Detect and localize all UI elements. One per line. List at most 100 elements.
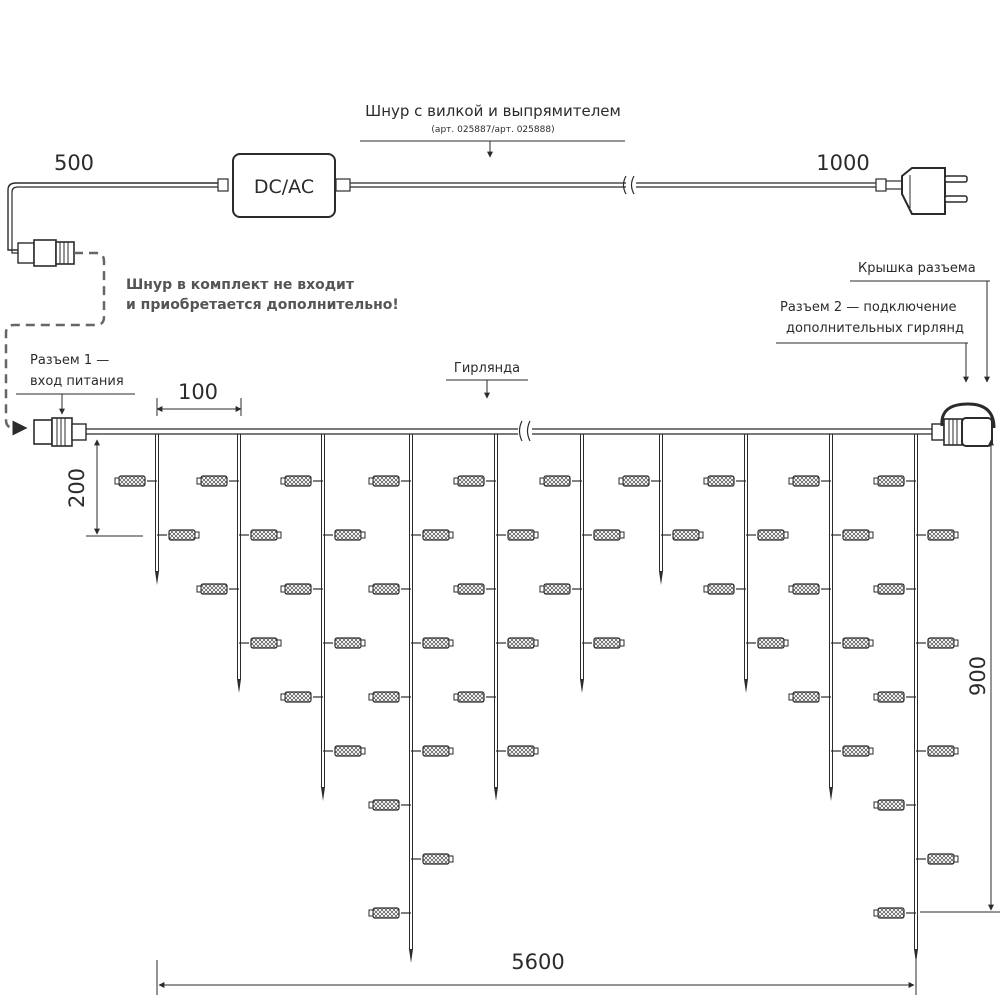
- cord-left-segment: [7, 182, 220, 251]
- garland: [33, 402, 996, 963]
- led-bulb: [661, 529, 704, 541]
- led-bulb: [368, 799, 411, 811]
- max-drop-value: 900: [966, 656, 990, 696]
- cord-connector-icon: [17, 239, 75, 267]
- strand: [618, 434, 704, 585]
- led-bulb: [916, 529, 959, 541]
- strand-tip: [659, 571, 663, 585]
- dimension-first-drop: 200: [65, 439, 143, 537]
- note-line-2: и приобретается дополнительно!: [126, 297, 399, 313]
- led-bulb: [703, 583, 746, 595]
- led-bulb: [411, 853, 454, 865]
- garland-break-symbol: [518, 420, 531, 442]
- led-bulb: [368, 475, 411, 487]
- converter-label: DC/AC: [254, 176, 314, 198]
- cord-break-symbol: [622, 175, 635, 195]
- led-bulb: [582, 637, 625, 649]
- led-bulb: [496, 529, 539, 541]
- led-bulb: [368, 691, 411, 703]
- strand-tip: [237, 679, 241, 693]
- led-bulb: [453, 475, 496, 487]
- strand-tip: [744, 679, 748, 693]
- connector2-icon: [931, 402, 996, 447]
- connector1-line-1: Разъем 1 —: [30, 353, 109, 368]
- dc-ac-converter: [232, 153, 336, 218]
- led-bulb: [873, 691, 916, 703]
- led-bulb: [323, 637, 366, 649]
- first-drop-value: 200: [65, 468, 89, 508]
- strand: [703, 434, 789, 693]
- strand: [368, 434, 454, 963]
- led-bulb: [114, 475, 157, 487]
- led-bulb: [788, 691, 831, 703]
- led-bulb: [196, 475, 239, 487]
- led-bulb: [239, 637, 282, 649]
- dimension-total-length: 5600: [156, 950, 917, 995]
- dimension-max-drop: 900: [920, 439, 1000, 913]
- power-cord: DC/AC: [7, 153, 968, 267]
- led-bulb: [368, 583, 411, 595]
- strand-tip: [829, 787, 833, 801]
- cord-articles: (арт. 025887/арт. 025888): [431, 125, 554, 135]
- spacing-value: 100: [178, 380, 218, 404]
- strand: [873, 434, 959, 963]
- led-bulb: [703, 475, 746, 487]
- led-bulb: [746, 637, 789, 649]
- led-bulb: [831, 529, 874, 541]
- led-bulb: [157, 529, 200, 541]
- led-bulb: [411, 637, 454, 649]
- led-bulb: [453, 691, 496, 703]
- led-bulb: [411, 745, 454, 757]
- led-bulb: [916, 853, 959, 865]
- led-bulb: [496, 745, 539, 757]
- led-bulb: [496, 637, 539, 649]
- led-bulb: [873, 475, 916, 487]
- dimension-spacing: 100: [156, 380, 242, 416]
- led-bulb: [831, 637, 874, 649]
- led-bulb: [788, 583, 831, 595]
- strand-tip: [914, 949, 918, 963]
- led-bulb: [873, 907, 916, 919]
- strand: [453, 434, 539, 801]
- strand-tip: [409, 949, 413, 963]
- strand-tip: [580, 679, 584, 693]
- led-bulb: [280, 475, 323, 487]
- connector1-icon: [33, 417, 87, 447]
- led-bulb: [916, 637, 959, 649]
- strand-tip: [494, 787, 498, 801]
- connector1-line-2: вход питания: [30, 374, 124, 389]
- led-bulb: [539, 583, 582, 595]
- strand-tip: [155, 571, 159, 585]
- total-length-value: 5600: [511, 950, 564, 974]
- dashed-connection: [4, 251, 106, 436]
- garland-label: Гирлянда: [454, 361, 520, 376]
- connector2-line-2: дополнительных гирлянд: [786, 321, 964, 336]
- strand: [280, 434, 366, 801]
- plug-icon: [875, 167, 968, 215]
- strand-tip: [321, 787, 325, 801]
- led-bulb: [368, 907, 411, 919]
- strand: [539, 434, 625, 693]
- cord-title: Шнур с вилкой и выпрямителем: [365, 102, 621, 120]
- strand: [196, 434, 282, 693]
- led-bulb: [873, 583, 916, 595]
- cord-left-length: 500: [54, 151, 94, 175]
- led-bulb: [873, 799, 916, 811]
- led-bulb: [280, 583, 323, 595]
- cord-right-length: 1000: [816, 151, 869, 175]
- led-bulb: [618, 475, 661, 487]
- led-bulb: [788, 475, 831, 487]
- note-line-1: Шнур в комплект не входит: [126, 277, 355, 293]
- led-bulb: [239, 529, 282, 541]
- led-bulb: [411, 529, 454, 541]
- led-bulb: [746, 529, 789, 541]
- led-bulb: [323, 529, 366, 541]
- led-bulb: [831, 745, 874, 757]
- led-bulb: [196, 583, 239, 595]
- led-bulb: [916, 745, 959, 757]
- strand: [788, 434, 874, 801]
- strand: [114, 434, 200, 585]
- connector-cap-icon: [940, 402, 996, 429]
- led-bulb: [453, 583, 496, 595]
